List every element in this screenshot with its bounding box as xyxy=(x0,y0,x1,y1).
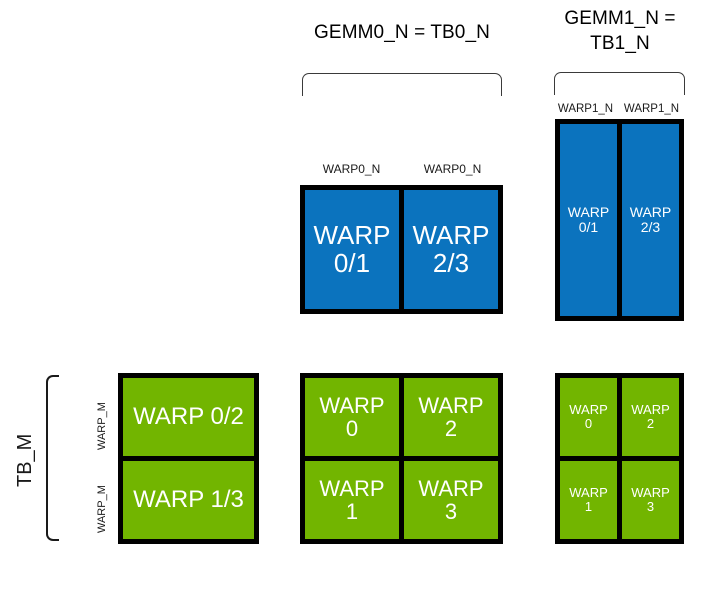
gemm0-span-bracket xyxy=(302,73,502,96)
gemm0-blue-cell-0[interactable]: WARP 0/1 xyxy=(305,190,399,309)
left-green-block: WARP 0/2 WARP 1/3 xyxy=(118,373,259,544)
right-green-cell-2[interactable]: WARP 1 xyxy=(560,461,617,539)
gemm1-blue-cell-0[interactable]: WARP 0/1 xyxy=(560,124,617,316)
left-green-row-label-1: WARP_M xyxy=(96,485,108,533)
gemm1-blue-block: WARP 0/1 WARP 2/3 xyxy=(555,119,684,321)
middle-green-cell-0[interactable]: WARP 0 xyxy=(305,378,399,456)
middle-green-cell-3[interactable]: WARP 3 xyxy=(404,461,498,539)
left-green-cell-0[interactable]: WARP 0/2 xyxy=(123,378,254,456)
right-green-cell-0[interactable]: WARP 0 xyxy=(560,378,617,456)
left-green-cell-1[interactable]: WARP 1/3 xyxy=(123,461,254,539)
gemm0-blue-block: WARP 0/1 WARP 2/3 xyxy=(300,185,503,314)
tb-m-span-bracket xyxy=(46,375,59,541)
middle-green-cell-2[interactable]: WARP 1 xyxy=(305,461,399,539)
right-green-cell-1[interactable]: WARP 2 xyxy=(622,378,679,456)
gemm0-blue-cell-1[interactable]: WARP 2/3 xyxy=(404,190,498,309)
gemm1-span-bracket xyxy=(554,72,685,95)
gemm0-col-label-1: WARP0_N xyxy=(423,162,482,176)
gemm0-col-label-0: WARP0_N xyxy=(322,162,381,176)
right-green-cell-3[interactable]: WARP 3 xyxy=(622,461,679,539)
tb-m-label: TB_M xyxy=(14,433,36,487)
gemm1-title: GEMM1_N = TB1_N xyxy=(564,8,676,54)
gemm0-title: GEMM0_N = TB0_N xyxy=(314,22,490,43)
gemm1-blue-cell-1[interactable]: WARP 2/3 xyxy=(622,124,679,316)
gemm1-col-label-0: WARP1_N xyxy=(557,103,614,115)
right-green-block: WARP 0 WARP 2 WARP 1 WARP 3 xyxy=(555,373,684,544)
gemm1-col-label-1: WARP1_N xyxy=(623,103,680,115)
middle-green-block: WARP 0 WARP 2 WARP 1 WARP 3 xyxy=(300,373,503,544)
left-green-row-label-0: WARP_M xyxy=(96,402,108,450)
middle-green-cell-1[interactable]: WARP 2 xyxy=(404,378,498,456)
